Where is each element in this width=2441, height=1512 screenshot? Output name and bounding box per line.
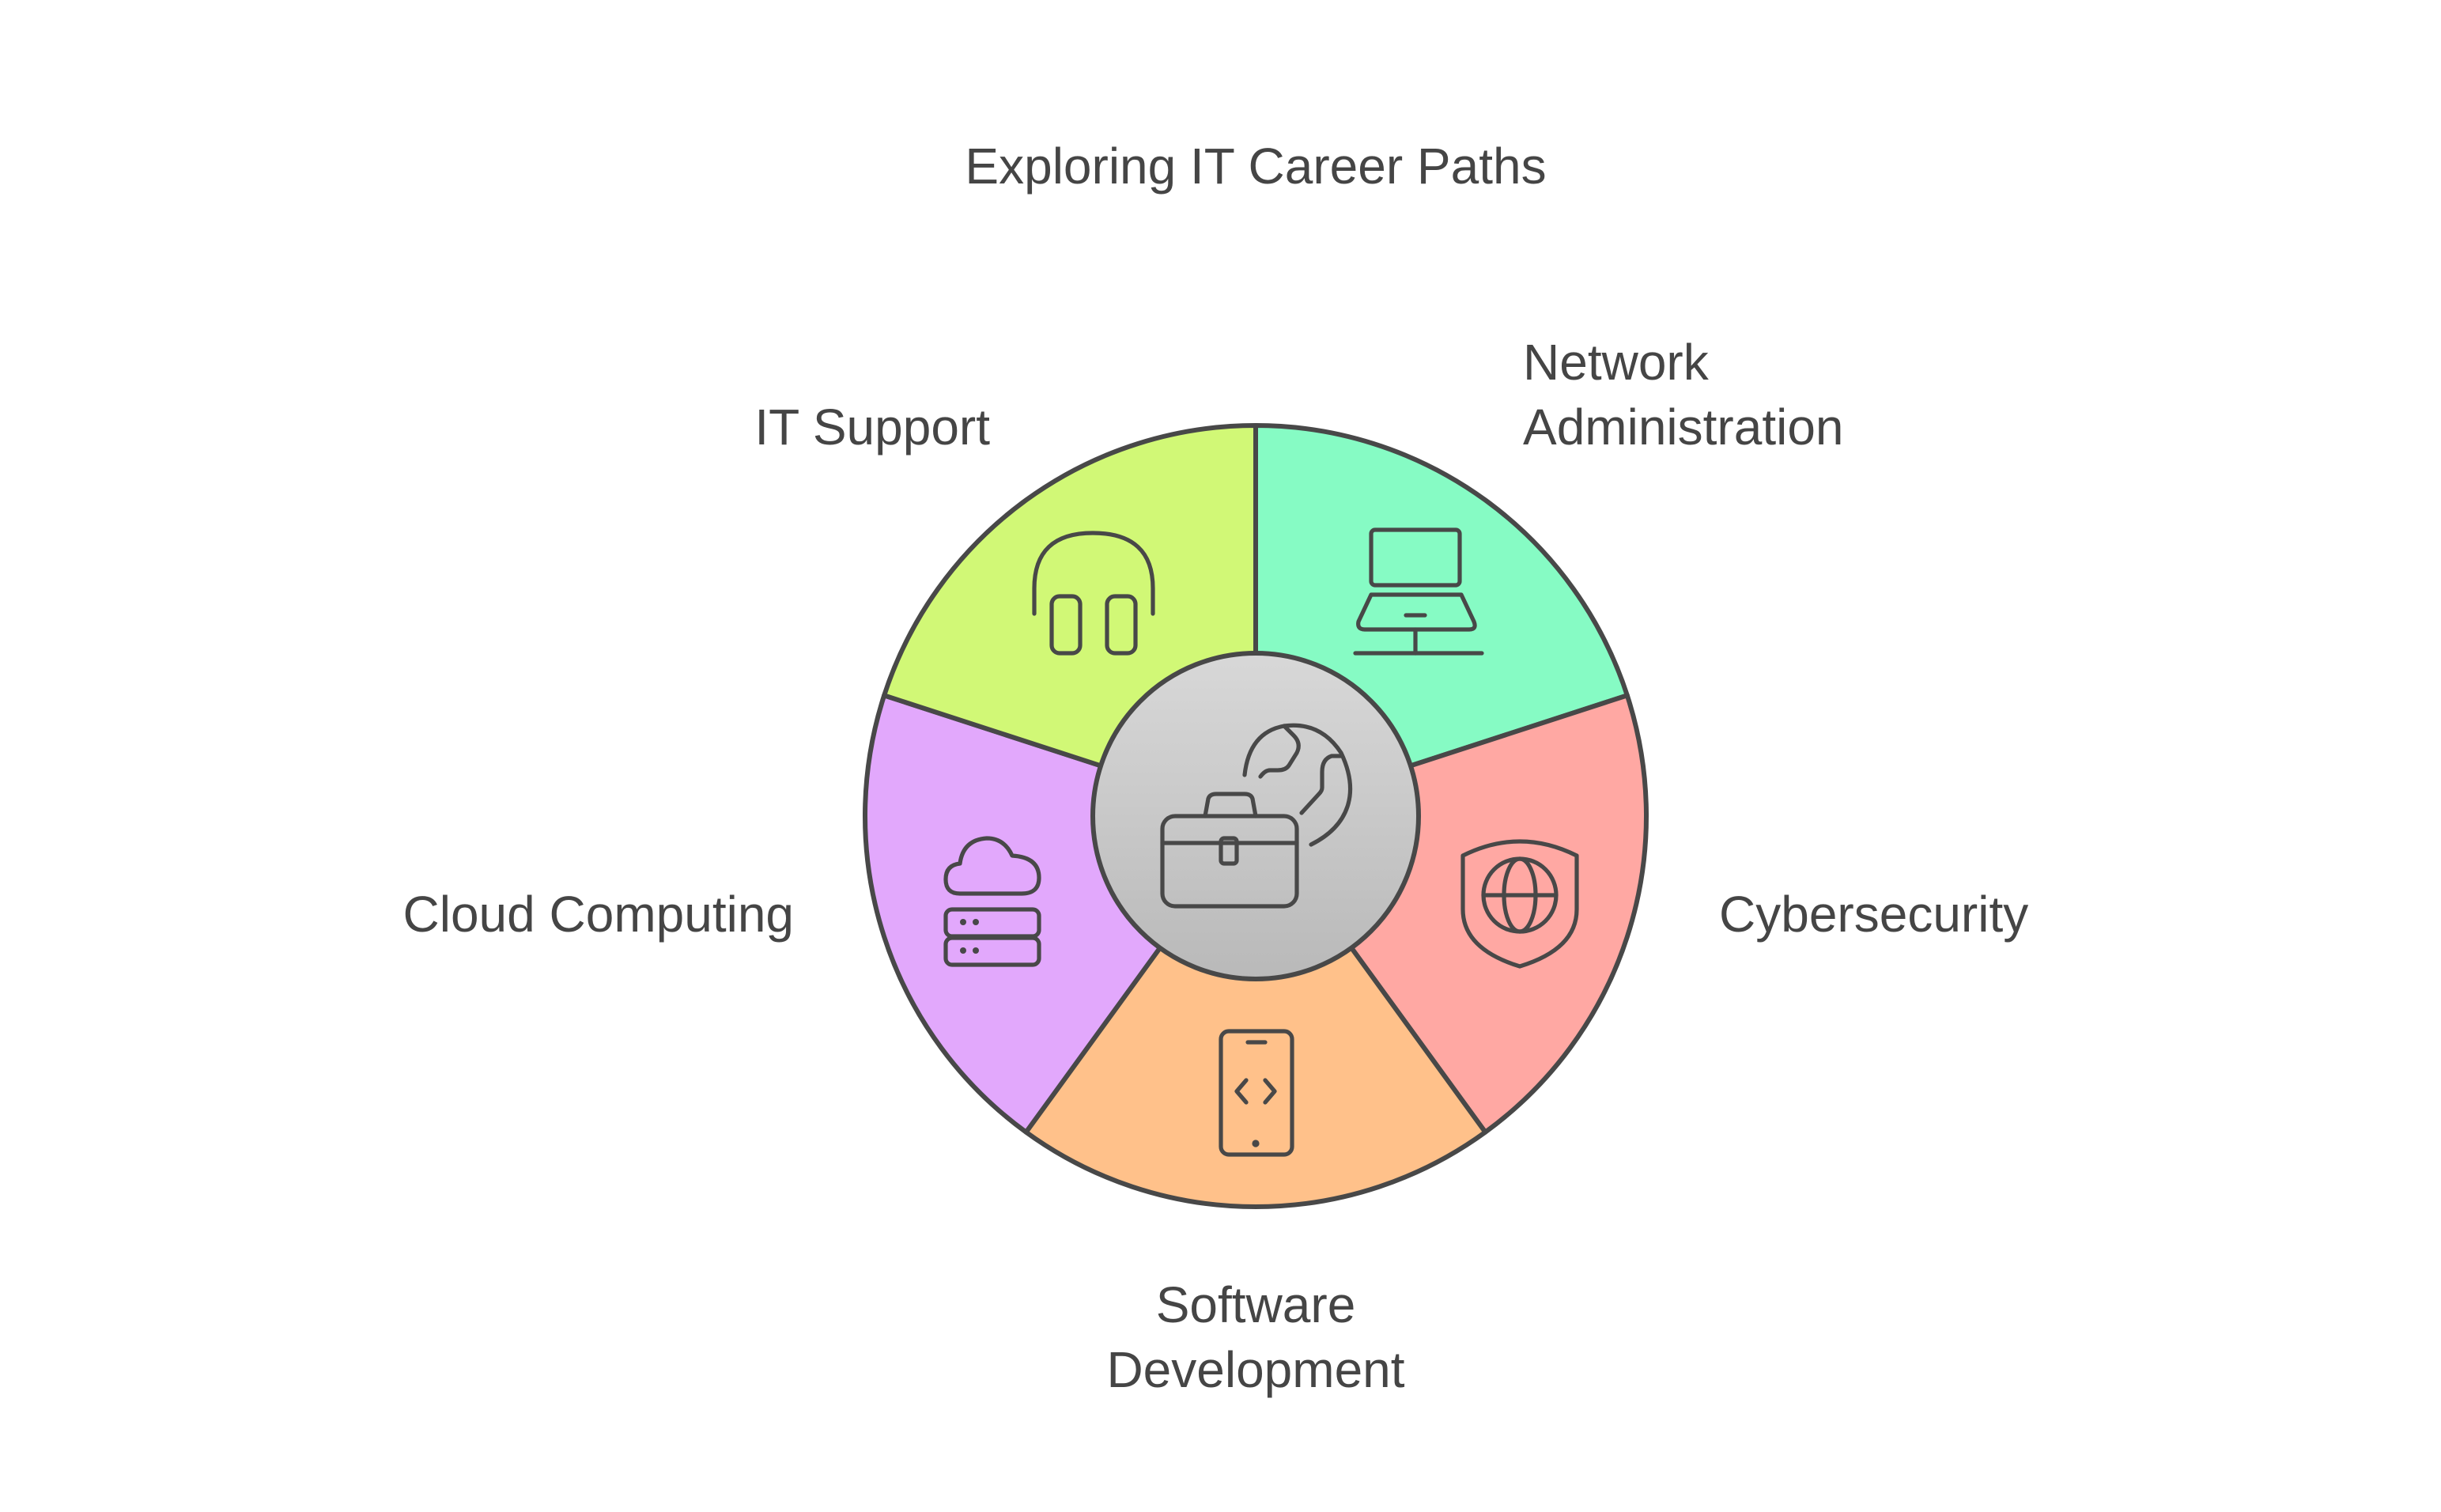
headphones-icon [1032,531,1155,656]
shield-globe-icon [1460,839,1579,969]
label-software-development: Software Development [1106,1276,1404,1398]
label-line: Cybersecurity [1719,886,2028,943]
label-line: Cloud Computing [403,886,795,943]
diagram-title: Exploring IT Career Paths [965,138,1546,195]
label-line: Administration [1523,399,1844,455]
label-cloud-computing: Cloud Computing [403,886,795,943]
label-network-administration: Network Administration [1523,334,1844,455]
label-cybersecurity: Cybersecurity [1719,886,2028,943]
laptop-icon [1353,527,1484,656]
segment-software-development [1023,814,1488,1209]
label-line: Development [1106,1341,1404,1398]
label-line: Network [1523,334,1710,391]
label-it-support: IT Support [754,399,990,455]
label-line: Software [1156,1276,1356,1333]
label-line: IT Support [754,399,990,455]
cloud-server-icon [943,836,1041,967]
briefcase-globe-icon [1160,723,1353,909]
smartphone-code-icon [1219,1029,1294,1157]
